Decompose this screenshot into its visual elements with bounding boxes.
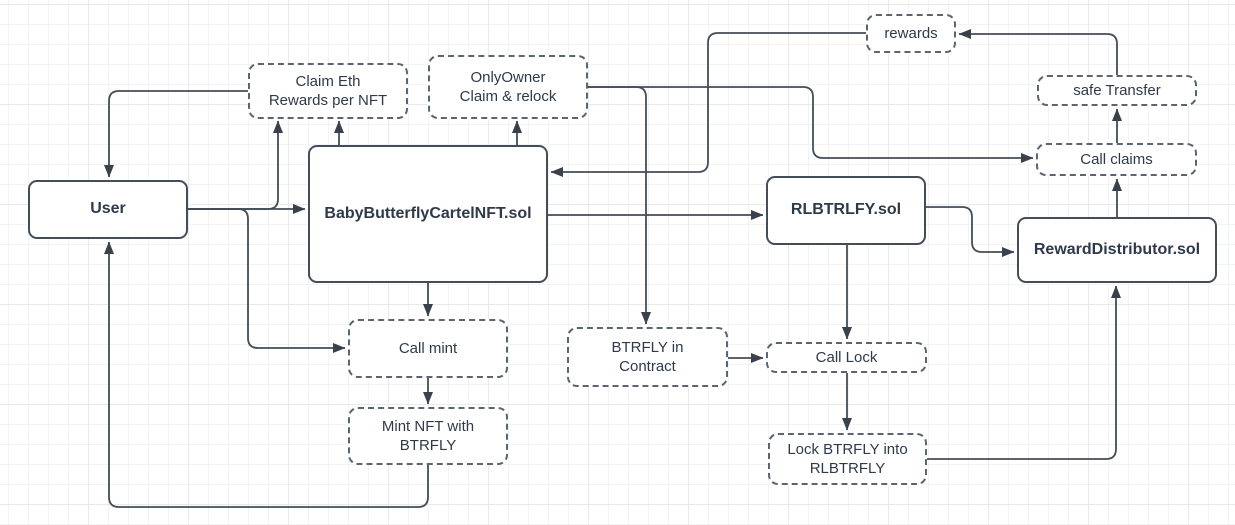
node-label: Call mint [398, 339, 458, 357]
node-label: Mint NFT with [381, 417, 475, 435]
node-label: Contract [619, 358, 676, 375]
node-label: BTRFLY [399, 437, 457, 454]
node-label: BTRFLY in [611, 338, 684, 356]
node-label: RLBTRFLY [809, 460, 886, 477]
node-label: Rewards per NFT [268, 92, 388, 109]
node-label: Claim & relock [459, 88, 557, 105]
node-reward-distributor[interactable]: RewardDistributor.sol [1017, 217, 1217, 283]
node-user[interactable]: User [28, 180, 188, 239]
edge-only-owner-to-btrfly[interactable] [588, 86, 651, 325]
node-label: OnlyOwner [470, 68, 546, 86]
node-rlbtrlfy[interactable]: RLBTRLFY.sol [766, 176, 926, 245]
edge-user-to-call-mint[interactable] [188, 208, 346, 353]
node-label: rewards [884, 24, 938, 42]
node-rewards[interactable]: rewards [866, 14, 956, 53]
node-label: Claim Eth [295, 72, 361, 90]
node-label: BabyButterflyCartelNFT.sol [324, 204, 532, 222]
edge-claim-eth-to-user[interactable] [104, 90, 248, 178]
node-safe-transfer[interactable]: safe Transfer [1037, 75, 1197, 106]
edge-only-owner-to-call-claims[interactable] [588, 86, 1034, 163]
node-label: User [90, 200, 126, 218]
node-label: Lock BTRFLY into [787, 440, 908, 458]
node-call-mint[interactable]: Call mint [348, 319, 508, 378]
node-btrfly-in-contract[interactable]: BTRFLY in Contract [567, 327, 728, 387]
node-babybutterfly[interactable]: BabyButterflyCartelNFT.sol [308, 145, 548, 283]
node-label: Call Lock [815, 348, 878, 366]
node-label: Call claims [1080, 150, 1153, 168]
edge-safe-transfer-to-rewards[interactable] [958, 29, 1118, 75]
node-label: RLBTRLFY.sol [790, 201, 902, 219]
node-call-lock[interactable]: Call Lock [766, 342, 927, 373]
edge-user-to-claim-eth[interactable] [188, 120, 283, 210]
edge-rlbtrlfy-to-reward-dist[interactable] [926, 206, 1015, 257]
node-label: safe Transfer [1073, 81, 1161, 99]
edge-mint-nft-to-user[interactable] [104, 241, 429, 508]
edge-rewards-to-babybutterfly[interactable] [550, 32, 866, 177]
node-call-claims[interactable]: Call claims [1036, 143, 1197, 176]
edge-lock-btrfly-to-reward-dist[interactable] [927, 285, 1121, 460]
node-label: RewardDistributor.sol [1033, 240, 1201, 258]
